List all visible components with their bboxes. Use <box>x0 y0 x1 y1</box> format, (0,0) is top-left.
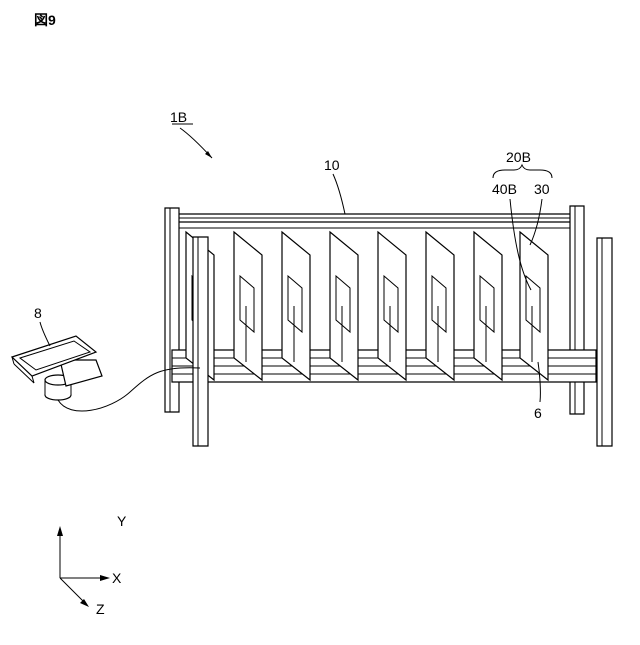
back-right-post <box>570 206 584 414</box>
label-8: 8 <box>34 305 42 321</box>
panel <box>520 232 548 380</box>
panel <box>330 232 358 380</box>
z-arrow-icon <box>80 599 89 607</box>
panel <box>426 232 454 380</box>
label-6: 6 <box>534 405 542 421</box>
y-arrow-icon <box>57 526 63 536</box>
figure-title: 図9 <box>34 12 56 28</box>
axis-label-x: X <box>112 570 122 586</box>
panel <box>234 232 262 380</box>
panel <box>378 232 406 380</box>
front-right-post <box>597 238 612 446</box>
label-40b: 40B <box>492 181 517 197</box>
panel <box>282 232 310 380</box>
coordinate-axes: Y X Z <box>57 513 127 617</box>
front-left-post <box>193 237 208 446</box>
label-10: 10 <box>324 157 340 173</box>
label-1b: 1B <box>170 109 187 125</box>
x-arrow-icon <box>100 575 110 581</box>
label-30: 30 <box>534 181 550 197</box>
device-8 <box>12 336 102 400</box>
panel <box>474 232 502 380</box>
axis-label-z: Z <box>96 601 105 617</box>
axis-label-y: Y <box>117 513 127 529</box>
label-20b: 20B <box>506 149 531 165</box>
